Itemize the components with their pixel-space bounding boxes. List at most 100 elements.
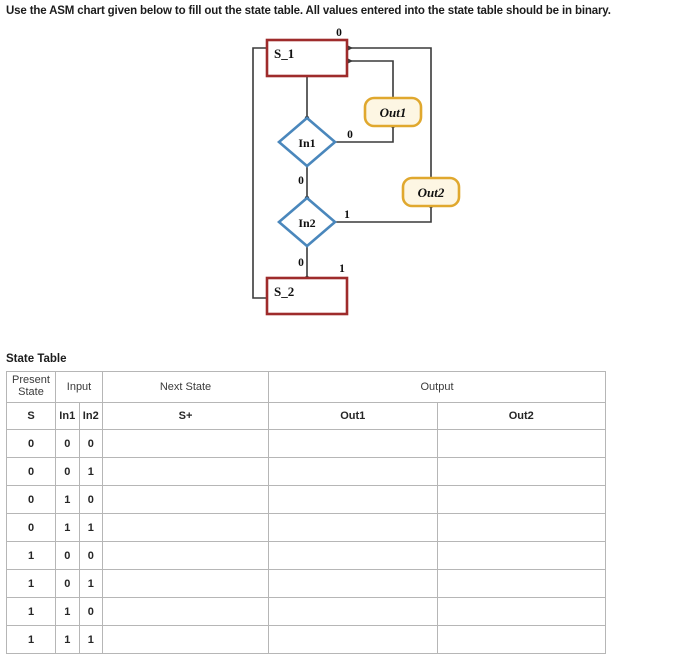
cell-in2: 1: [78, 625, 103, 654]
cell-in2: 0: [78, 541, 103, 570]
cell-out1[interactable]: [268, 429, 438, 458]
cell-out2[interactable]: [436, 625, 606, 654]
asm-state-box-s1: S_1: [265, 38, 349, 78]
cell-in2: 0: [78, 429, 103, 458]
cell-next-state[interactable]: [102, 513, 269, 542]
header-present-state-line2: State: [18, 386, 44, 398]
cell-next-state[interactable]: [102, 597, 269, 626]
cell-present-state: 1: [6, 541, 56, 570]
edge-out2-to-s1: [347, 45, 432, 178]
state-table-group-header-row: Present State Input Next State Output: [6, 371, 606, 403]
cell-present-state: 0: [6, 513, 56, 542]
cell-present-state: 1: [6, 569, 56, 598]
cell-in1: 1: [55, 513, 80, 542]
cell-next-state[interactable]: [102, 569, 269, 598]
asm-chart-svg: S_1 In1 In2 Out1 Out2 S_2 0 0: [252, 27, 461, 316]
cell-present-state: 0: [6, 457, 56, 486]
cell-out1[interactable]: [268, 513, 438, 542]
asm-chart-diagram: S_1 In1 In2 Out1 Out2 S_2 0 0: [245, 26, 490, 326]
cell-out1[interactable]: [268, 597, 438, 626]
edge-label-in2-right: 1: [344, 209, 350, 221]
in2-label: In2: [298, 216, 315, 230]
header-present-state: Present State: [6, 371, 56, 403]
cell-next-state[interactable]: [102, 625, 269, 654]
asm-decision-in2: In2: [277, 196, 337, 248]
in1-diamond-shape: [277, 116, 337, 168]
s1-label: S_1: [274, 46, 294, 61]
cell-present-state: 1: [6, 597, 56, 626]
cell-next-state[interactable]: [102, 429, 269, 458]
cell-out1[interactable]: [268, 569, 438, 598]
state-table: Present State Input Next State Output S …: [6, 371, 606, 654]
subheader-s-plus: S+: [102, 402, 269, 430]
cell-out2[interactable]: [436, 597, 606, 626]
header-input: Input: [55, 371, 103, 403]
state-table-container: Present State Input Next State Output S …: [6, 371, 606, 654]
edge-s2-to-s1-feedback: [252, 45, 272, 299]
edge-in2-1-to-out2: [335, 203, 434, 223]
cell-in1: 1: [55, 597, 80, 626]
s1-box-shape: [265, 38, 349, 78]
cell-in2: 0: [78, 597, 103, 626]
edge-label-top-entry: 0: [336, 27, 342, 39]
cell-next-state[interactable]: [102, 541, 269, 570]
cell-out2[interactable]: [436, 429, 606, 458]
cell-out2[interactable]: [436, 569, 606, 598]
edge-label-in2-down: 0: [298, 257, 304, 269]
cell-out2[interactable]: [436, 457, 606, 486]
cell-in2: 1: [78, 457, 103, 486]
cell-in1: 0: [55, 457, 80, 486]
asm-state-box-s2: S_2: [265, 276, 349, 316]
asm-decision-in1: In1: [277, 116, 337, 168]
cell-out2[interactable]: [436, 541, 606, 570]
cell-next-state[interactable]: [102, 457, 269, 486]
asm-output-box-out2: Out2: [401, 176, 461, 208]
in2-diamond-shape: [277, 196, 337, 248]
edge-out1-to-s1: [347, 58, 394, 98]
cell-present-state: 0: [6, 429, 56, 458]
cell-out1[interactable]: [268, 541, 438, 570]
cell-out1[interactable]: [268, 457, 438, 486]
cell-in1: 1: [55, 625, 80, 654]
cell-in2: 0: [78, 485, 103, 514]
cell-in2: 1: [78, 569, 103, 598]
cell-out1[interactable]: [268, 485, 438, 514]
cell-in1: 0: [55, 541, 80, 570]
out1-label: Out1: [380, 105, 407, 120]
edge-in1-0-to-out1: [335, 123, 396, 143]
edge-label-s2-top: 1: [339, 263, 345, 275]
cell-in2: 1: [78, 513, 103, 542]
cell-present-state: 1: [6, 625, 56, 654]
out2-box-shape: [401, 176, 461, 208]
header-present-state-line1: Present: [12, 374, 50, 387]
state-table-head: Present State Input Next State Output S …: [6, 371, 606, 430]
header-output: Output: [268, 371, 606, 403]
cell-next-state[interactable]: [102, 485, 269, 514]
header-next-state: Next State: [102, 371, 269, 403]
s2-label: S_2: [274, 284, 294, 299]
cell-in1: 1: [55, 485, 80, 514]
subheader-out1: Out1: [268, 402, 438, 430]
state-table-sub-header-row: S In1 In2 S+ Out1 Out2: [6, 402, 606, 430]
in1-label: In1: [298, 136, 315, 150]
cell-out2[interactable]: [436, 513, 606, 542]
s2-box-shape: [265, 276, 349, 316]
cell-out2[interactable]: [436, 485, 606, 514]
cell-present-state: 0: [6, 485, 56, 514]
edge-label-in1-right: 0: [347, 129, 353, 141]
state-table-title: State Table: [6, 353, 67, 365]
subheader-s: S: [6, 402, 56, 430]
cell-in1: 0: [55, 429, 80, 458]
subheader-out2: Out2: [436, 402, 606, 430]
asm-connectors: [252, 45, 434, 299]
subheader-in1: In1: [55, 402, 80, 430]
cell-out1[interactable]: [268, 625, 438, 654]
question-prompt: Use the ASM chart given below to fill ou…: [6, 5, 611, 17]
